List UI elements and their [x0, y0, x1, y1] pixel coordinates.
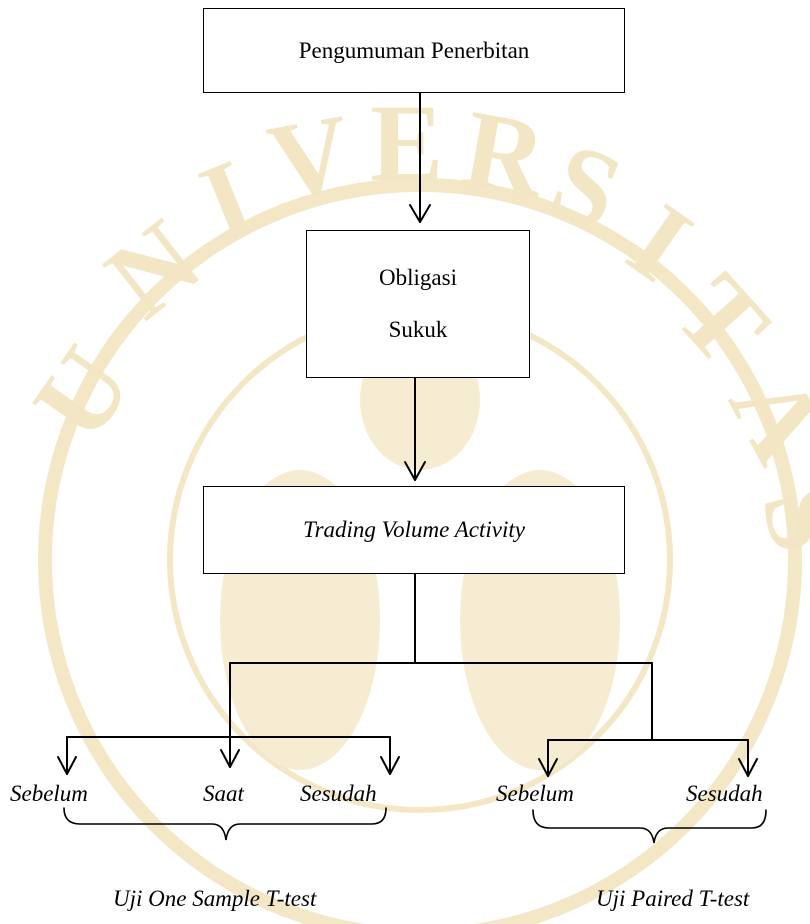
arrowhead-trading	[404, 461, 426, 481]
paired-test-label: Uji Paired T-test	[596, 886, 750, 911]
left-before-label: Sebelum	[10, 781, 88, 806]
svg-text:E: E	[370, 82, 443, 204]
bond-box: Obligasi Sukuk	[306, 230, 530, 378]
trading-volume-label: Trading Volume Activity	[303, 517, 525, 542]
brace-one-sample	[63, 807, 387, 841]
brace-paired	[532, 809, 767, 844]
announcement-label: Pengumuman Penerbitan	[298, 37, 530, 63]
left-during-label: Saat	[203, 781, 244, 806]
arrowhead-left-sebelum	[57, 756, 77, 775]
bond-label-line1: Obligasi	[379, 265, 457, 290]
announcement-box: Pengumuman Penerbitan	[203, 8, 625, 93]
arrowhead-right-sesudah	[738, 758, 758, 777]
one-sample-test-label: Uji One Sample T-test	[113, 886, 317, 911]
bond-label-line2: Sukuk	[388, 317, 448, 342]
left-after-label: Sesudah	[300, 781, 377, 806]
trading-volume-box: Trading Volume Activity	[203, 486, 625, 574]
arrowhead-saat	[220, 749, 240, 768]
right-after-label: Sesudah	[686, 781, 763, 806]
arrowhead-right-sebelum	[538, 758, 558, 777]
arrowhead-left-sesudah	[380, 756, 400, 775]
right-before-label: Sebelum	[496, 781, 574, 806]
arrowhead-bond	[409, 204, 431, 223]
